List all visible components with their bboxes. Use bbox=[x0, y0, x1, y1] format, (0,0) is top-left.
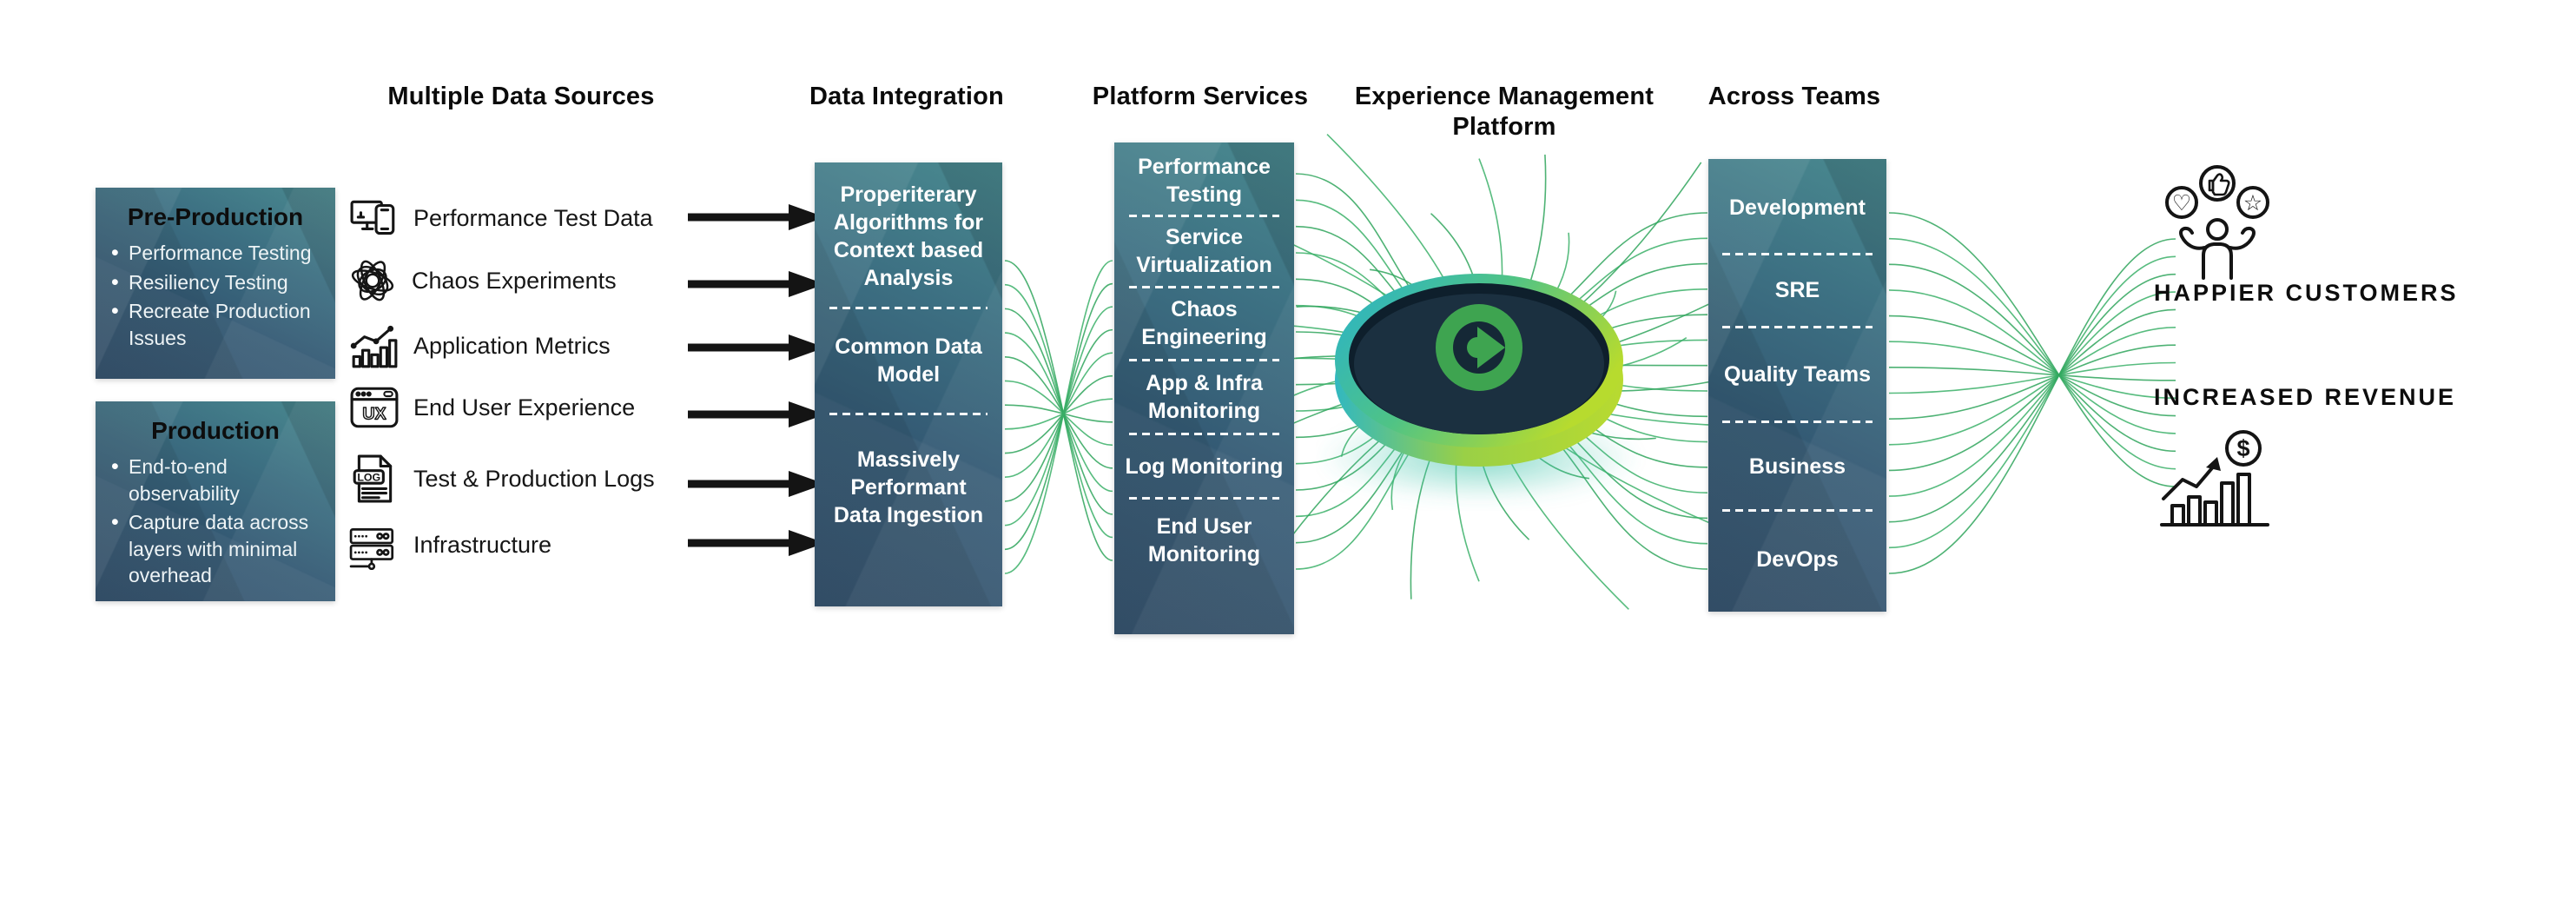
source-label: Infrastructure bbox=[413, 531, 552, 558]
dashed-divider bbox=[1128, 497, 1280, 500]
across-teams-panel: Development SRE Quality Teams Business D… bbox=[1708, 159, 1886, 612]
service-item: Performance Testing bbox=[1138, 155, 1271, 208]
outcome-happier-customers: HAPPIER CUSTOMERS bbox=[2154, 280, 2459, 306]
thumbs-up-glyph bbox=[2208, 173, 2230, 196]
heart-glyph: ♡ bbox=[2172, 190, 2191, 215]
header-multiple-data-sources: Multiple Data Sources bbox=[387, 83, 655, 110]
dashed-divider bbox=[1128, 359, 1280, 362]
header-platform-services: Platform Services bbox=[1092, 83, 1309, 110]
team-item: Business bbox=[1748, 454, 1846, 479]
dollar-glyph: $ bbox=[2236, 435, 2249, 461]
header-experience-management-platform: Experience Management Platform bbox=[1354, 83, 1655, 141]
metrics-icon bbox=[350, 325, 398, 368]
source-label: Performance Test Data bbox=[413, 204, 653, 231]
chaos-icon bbox=[351, 260, 394, 301]
dashed-divider bbox=[829, 413, 987, 416]
ux-icon-label: UX bbox=[362, 404, 386, 423]
source-row-test-production-logs: LOG Test & Production Logs bbox=[349, 454, 655, 504]
dashed-divider bbox=[1128, 215, 1280, 218]
arrow-right-icon bbox=[688, 204, 825, 230]
dashed-divider bbox=[829, 306, 987, 309]
source-row-application-metrics: Application Metrics bbox=[349, 321, 611, 371]
revenue-growth-icon: $ bbox=[2160, 430, 2269, 527]
integration-item: Properiterary Algorithms for Context bas… bbox=[833, 182, 984, 291]
arrow-right-icon bbox=[688, 401, 825, 427]
header-across-teams: Across Teams bbox=[1707, 83, 1881, 110]
source-row-end-user-experience: UX End User Experience bbox=[349, 382, 635, 433]
team-item: DevOps bbox=[1756, 547, 1839, 573]
devices-icon bbox=[350, 200, 395, 235]
service-item: Chaos Engineering bbox=[1141, 297, 1267, 350]
source-row-infrastructure: Infrastructure bbox=[349, 520, 552, 570]
arrow-right-icon bbox=[688, 530, 825, 556]
log-icon-label: LOG bbox=[357, 472, 380, 484]
arrow-right-icon bbox=[688, 471, 825, 497]
dashed-divider bbox=[1722, 325, 1873, 328]
integration-item: Common Data Model bbox=[835, 334, 982, 387]
ux-browser-icon: UX bbox=[350, 387, 399, 428]
header-data-integration: Data Integration bbox=[809, 83, 1004, 110]
integration-item: Massively Performant Data Ingestion bbox=[833, 447, 984, 528]
platform-services-panel: Performance Testing Service Virtualizati… bbox=[1114, 142, 1294, 634]
production-bullet-list: End-to-end observability Capture data ac… bbox=[96, 453, 335, 589]
source-row-performance-test-data: Performance Test Data bbox=[349, 193, 653, 243]
source-label: Application Metrics bbox=[413, 332, 611, 359]
team-item: Development bbox=[1729, 195, 1866, 221]
dashed-divider bbox=[1722, 252, 1873, 255]
happy-customer-icon: ♡ ☆ bbox=[2165, 165, 2269, 280]
arrow-right-icon bbox=[688, 271, 825, 297]
server-icon bbox=[349, 528, 394, 570]
source-label: End User Experience bbox=[413, 394, 636, 421]
bullet-item: Resiliency Testing bbox=[109, 268, 325, 297]
dashed-divider bbox=[1722, 421, 1873, 424]
pre-production-panel: Pre-Production Performance Testing Resil… bbox=[96, 188, 335, 379]
pre-production-title: Pre-Production bbox=[127, 203, 304, 230]
production-panel: Production End-to-end observability Capt… bbox=[96, 401, 335, 601]
service-item: End User Monitoring bbox=[1147, 514, 1261, 567]
bullet-item: End-to-end observability bbox=[109, 453, 325, 507]
log-file-icon: LOG bbox=[353, 454, 393, 503]
bullet-item: Recreate Production Issues bbox=[109, 297, 325, 351]
source-label: Chaos Experiments bbox=[412, 267, 617, 294]
team-item: SRE bbox=[1774, 278, 1820, 303]
service-item: Service Virtualization bbox=[1136, 225, 1272, 278]
production-title: Production bbox=[151, 417, 280, 444]
dashed-divider bbox=[1722, 509, 1873, 513]
bullet-item: Performance Testing bbox=[109, 239, 325, 268]
service-item: App & Infra Monitoring bbox=[1146, 371, 1263, 424]
bullet-item: Capture data across layers with minimal … bbox=[109, 508, 325, 589]
dashed-divider bbox=[1128, 285, 1280, 288]
source-label: Test & Production Logs bbox=[413, 465, 655, 492]
team-item: Quality Teams bbox=[1723, 362, 1872, 387]
arrow-right-icon bbox=[688, 334, 825, 361]
outcome-increased-revenue: INCREASED REVENUE bbox=[2154, 384, 2457, 410]
dashed-divider bbox=[1128, 432, 1280, 435]
experience-platform-disc bbox=[1318, 274, 1640, 502]
platform-logo-icon bbox=[1436, 304, 1522, 391]
source-row-chaos-experiments: Chaos Experiments bbox=[347, 255, 617, 306]
data-integration-panel: Properiterary Algorithms for Context bas… bbox=[815, 162, 1002, 606]
service-item: Log Monitoring bbox=[1125, 454, 1284, 479]
source-arrows bbox=[688, 204, 825, 556]
pre-production-bullet-list: Performance Testing Resiliency Testing R… bbox=[96, 239, 335, 351]
star-glyph: ☆ bbox=[2243, 190, 2262, 215]
